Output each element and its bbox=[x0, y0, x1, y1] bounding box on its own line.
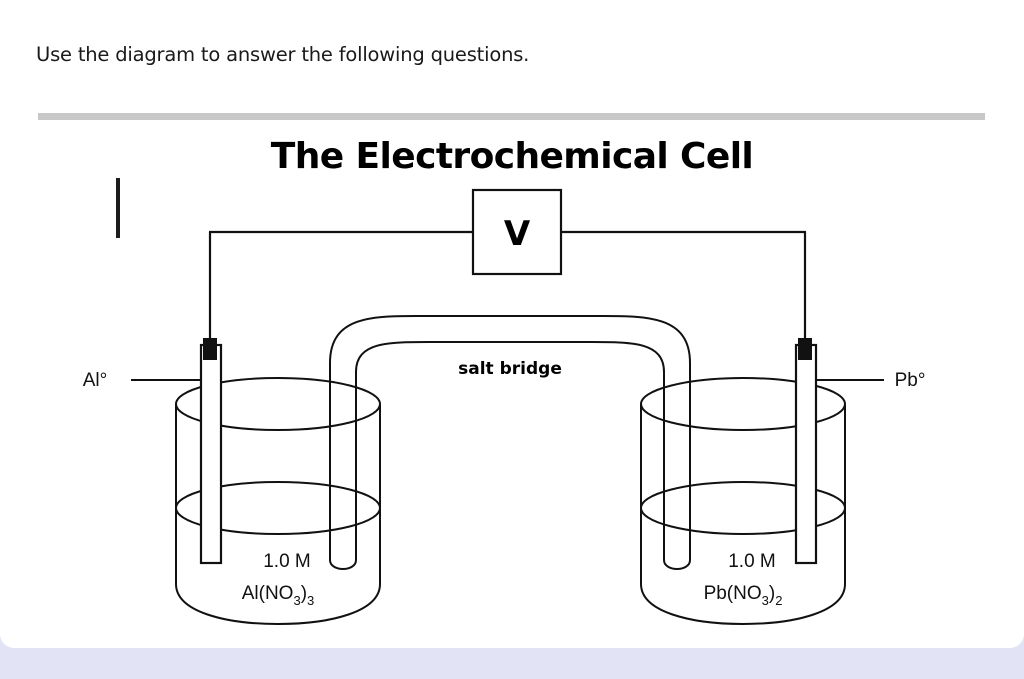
left-electrode-bar bbox=[199, 343, 223, 565]
left-electrode-label: Al° bbox=[83, 370, 108, 391]
right-electrode-clip bbox=[798, 338, 812, 360]
right-solution-main: Pb(NO bbox=[704, 583, 762, 604]
left-solution-formula: Al(NO3)3 bbox=[242, 583, 315, 608]
salt-bridge-outer-wall bbox=[329, 314, 691, 410]
right-solution-sub2: 2 bbox=[775, 593, 782, 608]
salt-bridge-arm-left-tip bbox=[329, 559, 357, 570]
left-beaker-liquid-level bbox=[175, 481, 381, 535]
left-solution-sub2: 3 bbox=[307, 593, 314, 608]
right-electrode-label: Pb° bbox=[895, 370, 926, 391]
voltmeter-box bbox=[471, 188, 563, 276]
salt-bridge-arm-right-tip bbox=[663, 559, 691, 570]
text-caret bbox=[116, 178, 120, 238]
salt-bridge-inner-wall bbox=[355, 340, 665, 410]
page-card: Use the diagram to answer the following … bbox=[0, 0, 1024, 648]
right-concentration-label: 1.0 M bbox=[728, 551, 776, 572]
left-solution-main: Al(NO bbox=[242, 583, 294, 604]
prompt-text: Use the diagram to answer the following … bbox=[36, 43, 530, 66]
voltmeter-label: V bbox=[504, 214, 531, 254]
left-solution-mid: ) bbox=[301, 583, 307, 604]
right-beaker-body bbox=[640, 404, 846, 626]
right-solution-sub1: 3 bbox=[762, 593, 769, 608]
diagram-title: The Electrochemical Cell bbox=[271, 136, 753, 177]
right-solution-formula: Pb(NO3)2 bbox=[704, 583, 783, 608]
electrochemical-cell-diagram: The Electrochemical Cell V salt bridge bbox=[0, 120, 1024, 630]
section-divider bbox=[38, 113, 985, 120]
right-beaker-rim bbox=[640, 377, 846, 431]
right-solution-mid: ) bbox=[769, 583, 775, 604]
left-solution-sub1: 3 bbox=[293, 593, 300, 608]
left-electrode-clip bbox=[203, 338, 217, 360]
left-concentration-label: 1.0 M bbox=[263, 551, 311, 572]
right-electrode-bar bbox=[794, 343, 818, 565]
left-beaker-rim bbox=[175, 377, 381, 431]
left-beaker-body bbox=[175, 404, 381, 626]
salt-bridge-label: salt bridge bbox=[458, 359, 562, 379]
right-beaker-liquid-level bbox=[640, 481, 846, 535]
